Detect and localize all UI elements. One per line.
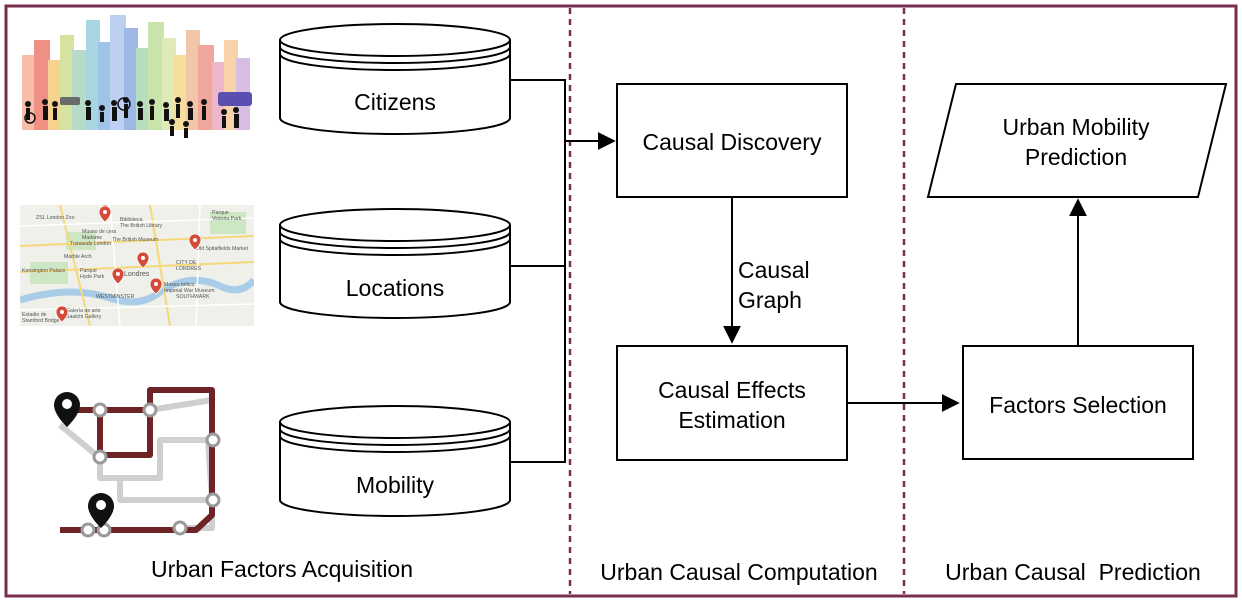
causal-graph-label-line2: Graph [738, 287, 802, 313]
map-label: The British Museum [112, 237, 158, 243]
map-label: Madame [82, 235, 102, 241]
map-label: Hyde Park [80, 274, 105, 280]
map-label: Biblioteca [120, 217, 143, 223]
location-pin-icon [54, 392, 80, 427]
prediction-parallelogram [926, 83, 1228, 198]
map-label: Victoria Park [212, 216, 242, 222]
map-label: CITY DE [176, 260, 197, 266]
map-label: The British Library [120, 223, 162, 229]
locations-label: Locations [346, 275, 444, 301]
map-label: Londres [124, 271, 150, 278]
map-label: Museo de cera [82, 229, 116, 235]
factors-selection-label: Factors Selection [989, 392, 1167, 418]
map-label: Estadio de [22, 312, 47, 318]
map-label: Parque [80, 268, 97, 274]
effects-label-line1: Causal Effects [658, 377, 806, 403]
section-prediction-title: Urban Causal Prediction [945, 559, 1201, 585]
causal-discovery-label: Causal Discovery [643, 129, 822, 155]
causal-graph-label-line1: Causal [738, 257, 810, 283]
section-acquisition-title: Urban Factors Acquisition [151, 556, 413, 582]
map-label: Marble Arch [64, 254, 92, 260]
database-icon [279, 208, 511, 319]
database-icon [279, 405, 511, 517]
london-map: ZSL London Zoo Biblioteca The British Li… [20, 205, 254, 326]
map-label: LONDRES [176, 266, 202, 272]
map-label: Kensington Palace [22, 268, 65, 274]
map-label: SOUTHWARK [176, 294, 210, 300]
map-label: Galería de arte [66, 308, 101, 314]
map-label: Imperial War Museum [164, 288, 215, 294]
prediction-label-line2: Prediction [1025, 144, 1127, 170]
map-label: Parque [212, 210, 229, 216]
map-label: ZSL London Zoo [36, 215, 75, 221]
map-label: Museo bélico [164, 282, 195, 288]
city-illustration [22, 15, 252, 138]
map-label: Saatchi Gallery [66, 314, 102, 320]
causal-discovery-box [616, 83, 848, 198]
outer-frame [4, 4, 1238, 598]
prediction-label-line1: Urban Mobility [1003, 114, 1150, 140]
connector-lines [510, 79, 616, 463]
map-label: WESTMINSTER [96, 294, 135, 300]
factors-selection-box [962, 345, 1194, 460]
location-pin-icon [88, 493, 114, 528]
database-icon [279, 23, 511, 135]
transit-map-icon [54, 387, 221, 538]
citizens-label: Citizens [354, 89, 436, 115]
map-label: Old Spitalfields Market [196, 246, 248, 252]
causal-effects-box [616, 345, 848, 461]
effects-label-line2: Estimation [678, 407, 785, 433]
map-label: Tussauds London [70, 241, 111, 247]
map-label: Stamford Bridge [22, 318, 60, 324]
section-computation-title: Urban Causal Computation [600, 559, 877, 585]
mobility-label: Mobility [356, 472, 434, 498]
